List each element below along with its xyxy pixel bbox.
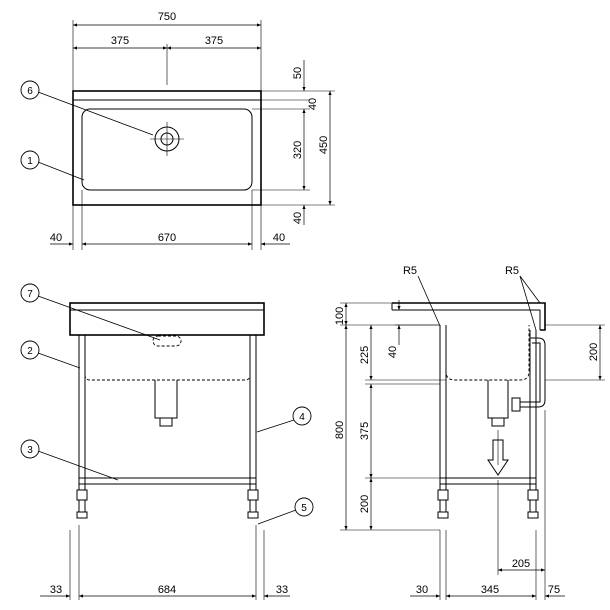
dim-750: 750	[158, 11, 176, 23]
side-view-dimensions: 100 800 225 375 200 40 200 205 30 345 75	[334, 300, 605, 600]
front-view	[69, 302, 265, 519]
front-view-dimensions: 33 684 33	[40, 525, 290, 600]
side-view	[391, 302, 546, 519]
dim-375-left: 375	[111, 35, 129, 47]
dim-33-right: 33	[276, 584, 288, 596]
dim-320: 320	[292, 141, 304, 159]
svg-text:2: 2	[27, 346, 33, 357]
side-view-labels: R5 R5	[403, 265, 541, 331]
side-top	[392, 302, 546, 331]
front-bowl-hidden	[84, 335, 251, 381]
svg-text:4: 4	[299, 412, 305, 423]
dim-75: 75	[548, 584, 560, 596]
front-shelf	[78, 477, 257, 485]
svg-text:7: 7	[27, 289, 33, 300]
dim-50: 50	[292, 67, 304, 79]
dim-40-bottom: 40	[292, 212, 304, 224]
dim-345: 345	[481, 584, 499, 596]
dim-450: 450	[318, 136, 330, 154]
dim-30: 30	[416, 584, 428, 596]
dim-200-right: 200	[588, 343, 600, 361]
svg-text:5: 5	[301, 503, 307, 514]
dim-375-side: 375	[359, 422, 371, 440]
overflow-hidden	[152, 335, 182, 347]
dim-670: 670	[158, 232, 176, 244]
radius-r5-right: R5	[505, 265, 519, 277]
side-shelf	[439, 477, 537, 485]
dim-200-left: 200	[359, 495, 371, 513]
front-top-slab	[69, 302, 265, 336]
dim-205: 205	[512, 558, 530, 570]
bowl-outline	[81, 108, 253, 191]
svg-text:1: 1	[27, 156, 33, 167]
drain-direction-arrow	[487, 439, 509, 476]
dim-33-left: 33	[50, 584, 62, 596]
callout-4: 4	[256, 406, 312, 433]
dim-225: 225	[359, 346, 371, 364]
side-bowl-hidden	[445, 325, 530, 381]
radius-r5-left: R5	[403, 265, 417, 277]
callout-7: 7	[20, 283, 161, 341]
svg-text:6: 6	[27, 86, 33, 97]
dim-375-right: 375	[205, 35, 223, 47]
dim-800: 800	[334, 421, 346, 439]
dim-684: 684	[158, 584, 176, 596]
callout-6: 6	[20, 80, 154, 136]
callout-5: 5	[257, 497, 314, 525]
svg-text:3: 3	[27, 445, 33, 456]
callout-3: 3	[20, 439, 119, 481]
top-view-dimensions: 750 375 375 50 40 320 450 40 40 670 40	[50, 11, 335, 250]
dim-100: 100	[334, 307, 346, 325]
dim-40-left: 40	[50, 232, 62, 244]
top-view-outline	[72, 90, 262, 206]
dim-40-top: 40	[307, 98, 319, 110]
drain-trap	[154, 380, 178, 419]
callout-2: 2	[20, 340, 81, 369]
dim-40-side: 40	[387, 346, 399, 358]
top-view	[72, 90, 262, 206]
dim-40-right: 40	[273, 232, 285, 244]
overflow-pipe	[520, 337, 546, 408]
callout-1: 1	[20, 150, 85, 181]
